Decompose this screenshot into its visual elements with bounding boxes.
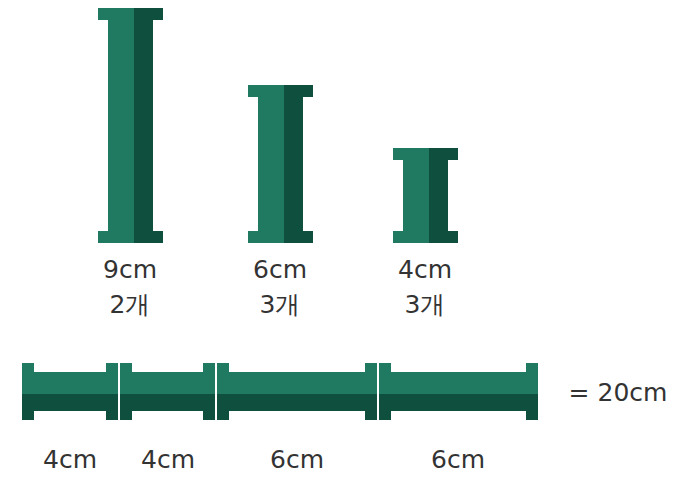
size-label: 6cm	[253, 255, 307, 285]
size-label: 6cm	[431, 445, 485, 475]
count-label: 3개	[260, 290, 301, 320]
total-label: = 20cm	[569, 378, 668, 408]
size-label: 6cm	[270, 445, 324, 475]
size-label: 9cm	[103, 255, 157, 285]
block-4cm	[393, 148, 458, 243]
count-label: 2개	[110, 290, 151, 320]
size-label: 4cm	[398, 255, 452, 285]
count-label: 3개	[405, 290, 446, 320]
block-6cm	[248, 85, 313, 243]
block-9cm	[98, 8, 163, 243]
size-label: 4cm	[43, 445, 97, 475]
block-row	[22, 363, 538, 420]
size-label: 4cm	[141, 445, 195, 475]
